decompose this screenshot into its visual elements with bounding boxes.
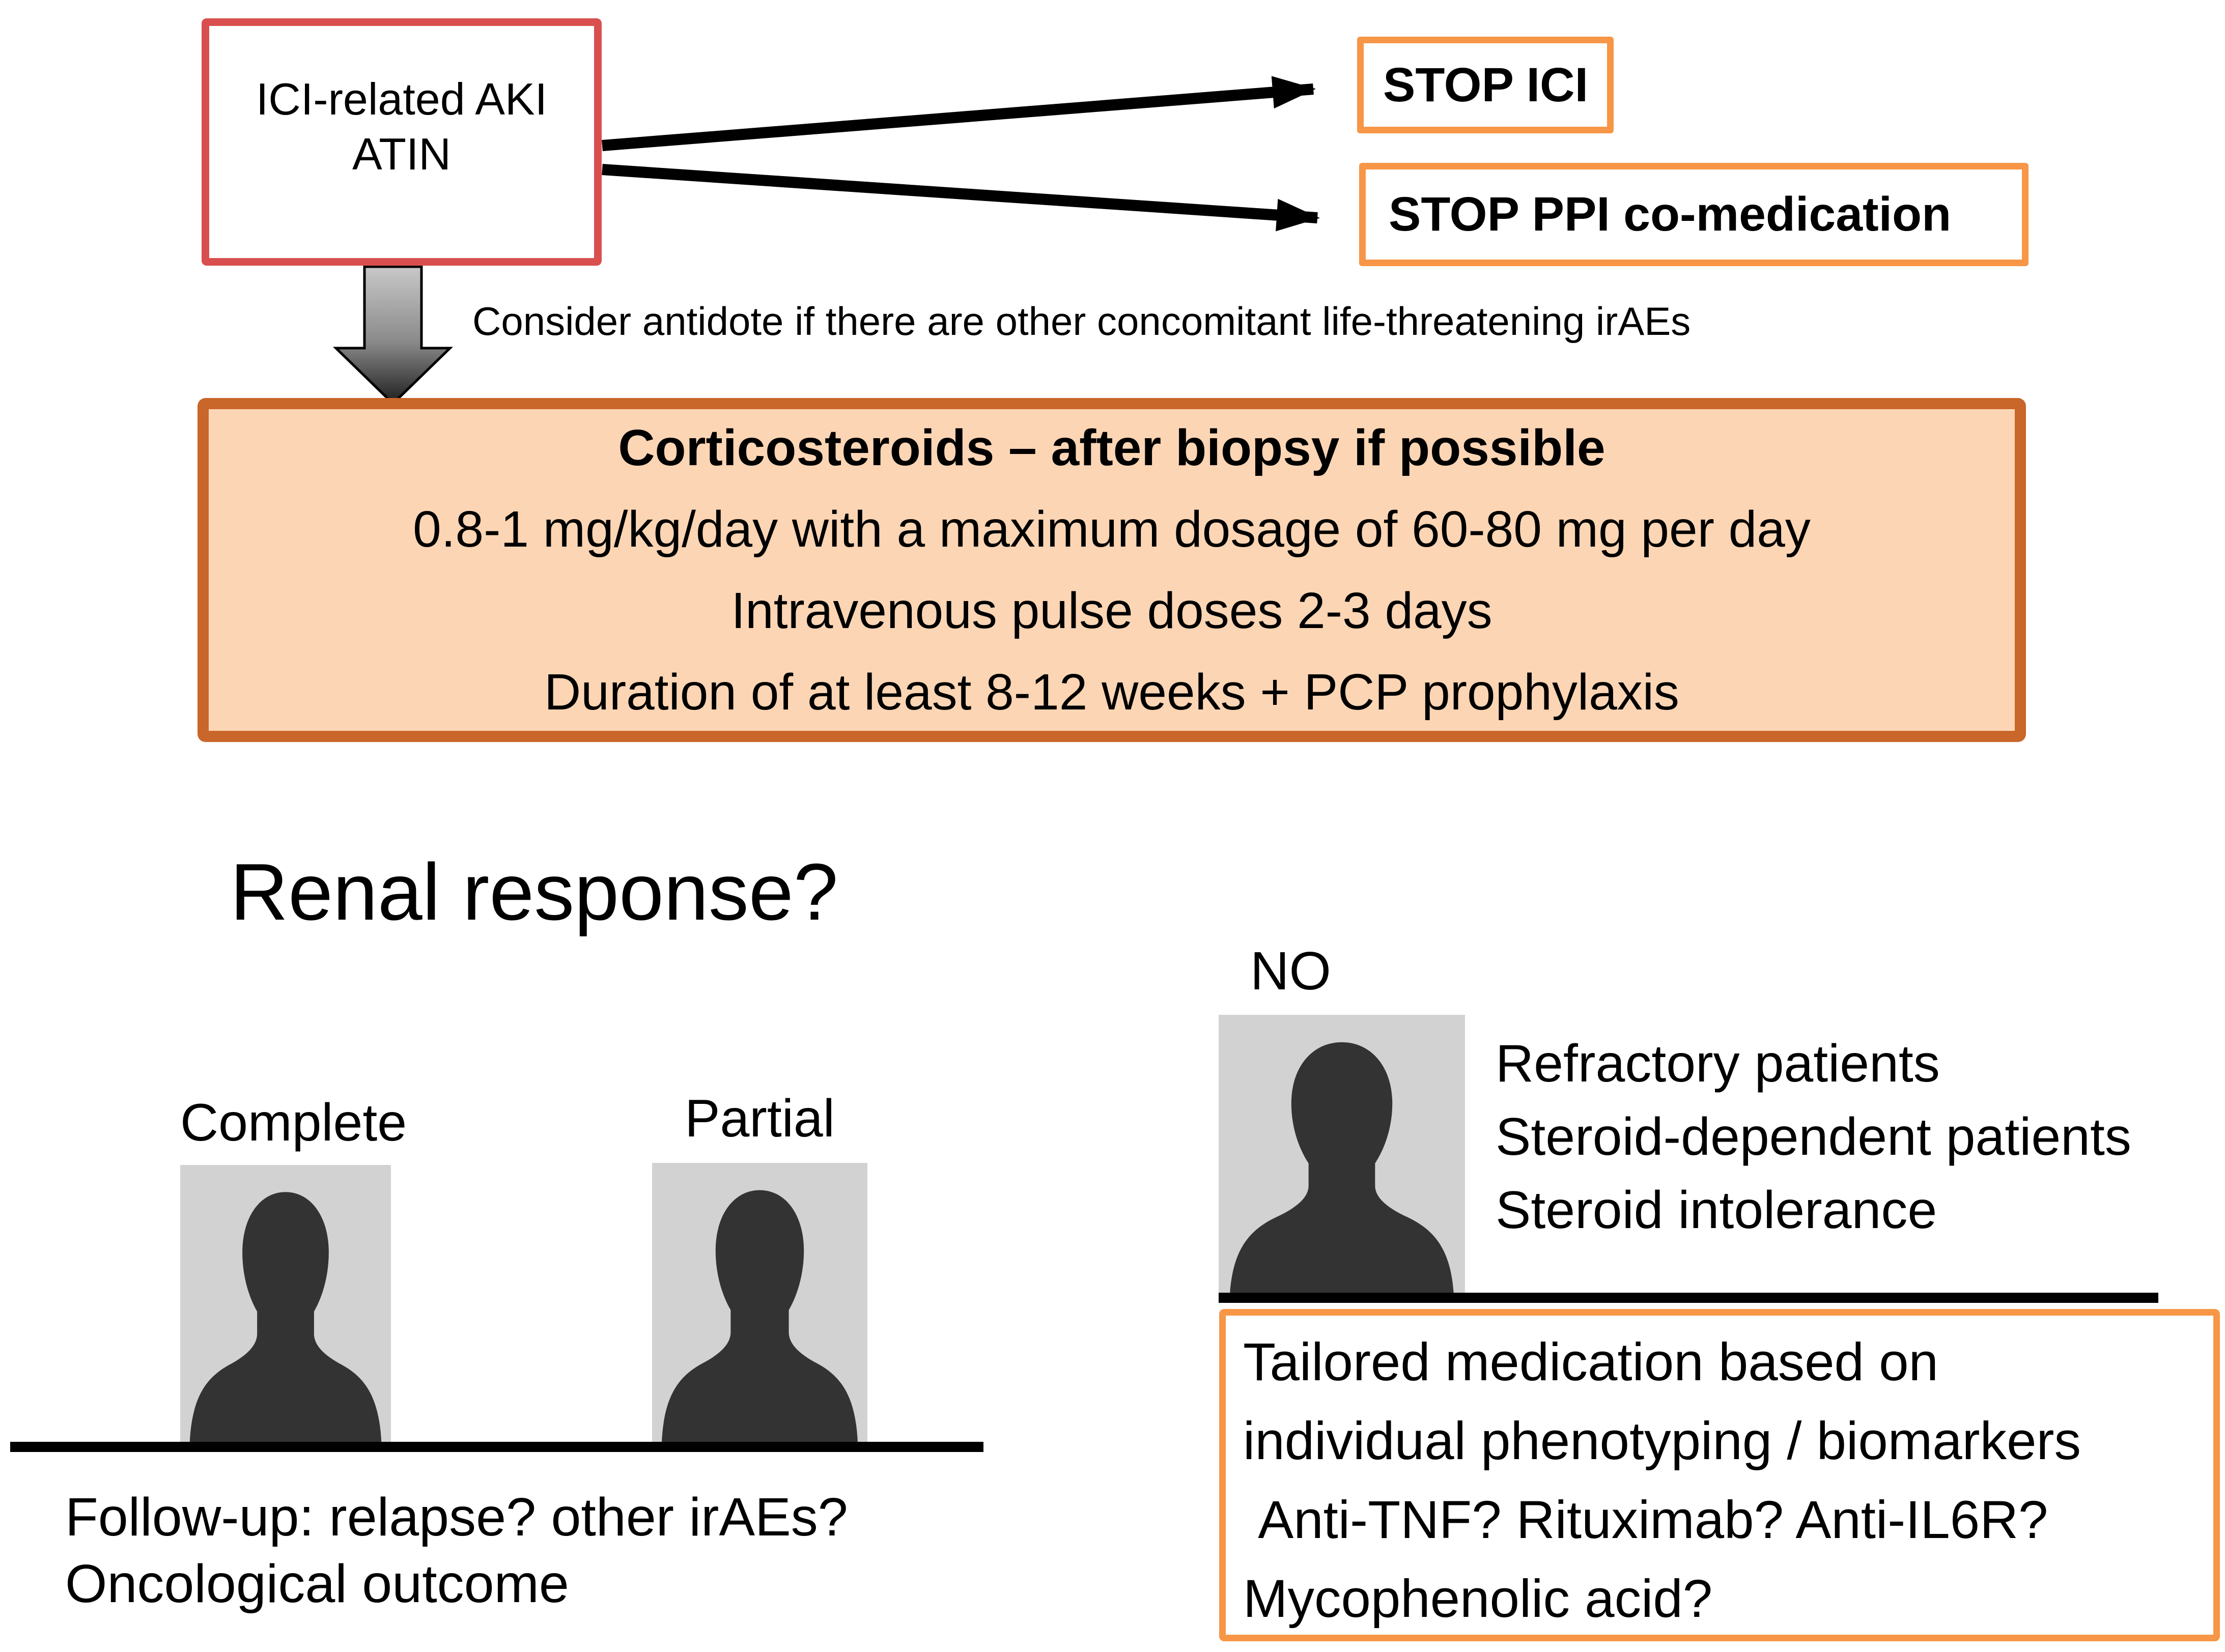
atin-line: ATIN	[352, 129, 451, 179]
divider-line-right	[1219, 1293, 2158, 1303]
ici-aki-atin-box: ICI-related AKI ATIN	[202, 18, 602, 266]
stop-ppi-label: STOP PPI co-medication	[1389, 187, 1952, 241]
note-line: Refractory patients	[1496, 1034, 1940, 1093]
no-label: NO	[1250, 941, 1331, 1001]
corticosteroids-title: Corticosteroids – after biopsy if possib…	[618, 419, 1606, 476]
down-arrow-icon	[332, 265, 454, 406]
note-line: Steroid-dependent patients	[1496, 1107, 2131, 1166]
ici-aki-line: ICI-related AKI	[256, 74, 548, 124]
followup-line: Follow-up: relapse? other irAEs?	[65, 1487, 848, 1547]
patient-card-partial	[652, 1163, 867, 1442]
antidote-note: Consider antidote if there are other con…	[472, 299, 1691, 344]
stop-ici-label: STOP ICI	[1383, 58, 1589, 112]
corticosteroids-box: Corticosteroids – after biopsy if possib…	[198, 398, 2026, 742]
note-line: Steroid intolerance	[1496, 1181, 1937, 1240]
refractory-notes: Refractory patients Steroid-dependent pa…	[1496, 1027, 2131, 1247]
corticosteroids-pulse-line: Intravenous pulse doses 2-3 days	[731, 582, 1492, 639]
partial-label: Partial	[685, 1089, 835, 1148]
complete-label: Complete	[180, 1093, 407, 1152]
person-silhouette-icon	[189, 1192, 382, 1443]
followup-line: Oncological outcome	[65, 1554, 569, 1614]
person-silhouette-icon	[662, 1190, 858, 1442]
followup-notes: Follow-up: relapse? other irAEs? Oncolog…	[65, 1484, 848, 1617]
stop-ici-box: STOP ICI	[1357, 37, 1614, 133]
divider-line-left	[10, 1442, 983, 1452]
person-silhouette-icon	[1229, 1042, 1454, 1297]
tailored-line: individual phenotyping / biomarkers	[1243, 1411, 2081, 1471]
patient-card-no	[1219, 1015, 1465, 1297]
tailored-line: Mycophenolic acid?	[1243, 1569, 1713, 1629]
right-arrow-icon-to-stop-ici	[602, 76, 1316, 151]
corticosteroids-dose-line: 0.8-1 mg/kg/day with a maximum dosage of…	[413, 501, 1811, 558]
stop-ppi-box: STOP PPI co-medication	[1359, 163, 2029, 266]
renal-response-heading: Renal response?	[230, 847, 838, 937]
tailored-line: Anti-TNF? Rituximab? Anti-IL6R?	[1243, 1490, 2048, 1550]
tailored-line: Tailored medication based on	[1243, 1332, 1938, 1392]
tailored-medication-box: Tailored medication based on individual …	[1219, 1309, 2220, 1641]
patient-card-complete	[180, 1165, 391, 1443]
right-arrow-icon-to-stop-ppi	[602, 164, 1320, 232]
corticosteroids-duration-line: Duration of at least 8-12 weeks + PCP pr…	[544, 664, 1679, 721]
